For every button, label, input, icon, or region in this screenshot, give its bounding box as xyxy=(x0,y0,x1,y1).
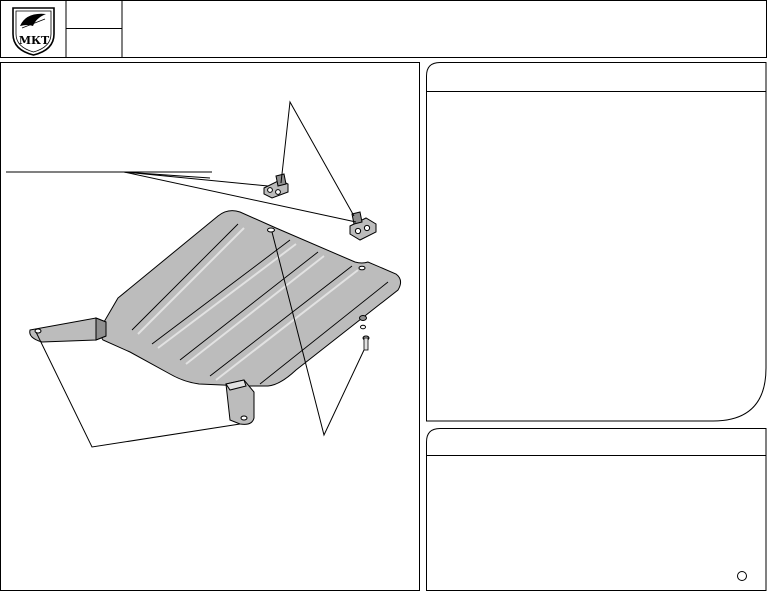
leader-bottom-left xyxy=(35,331,241,448)
leader-bottom-right xyxy=(271,231,365,437)
drawing-frame xyxy=(0,62,420,591)
bottom-bracket xyxy=(225,379,255,425)
bolt-icon xyxy=(362,335,370,351)
leader-lines xyxy=(6,100,365,448)
upper-bracket-2 xyxy=(349,211,377,241)
left-bracket xyxy=(29,317,107,343)
plate-ribs xyxy=(131,223,389,385)
fastener-set xyxy=(359,315,370,351)
header-block xyxy=(0,0,767,58)
right-panel-bottom xyxy=(426,428,767,591)
washer-icon xyxy=(359,315,367,321)
logo-text: МКТ xyxy=(19,34,50,47)
lock-washer-icon xyxy=(360,324,366,330)
skid-plate xyxy=(99,210,402,387)
leader-top-v xyxy=(280,100,355,217)
upper-bracket-1 xyxy=(263,173,289,199)
circle-marker-icon xyxy=(737,571,747,581)
shield-logo-icon: МКТ xyxy=(12,7,55,56)
right-panel-top xyxy=(426,62,767,422)
